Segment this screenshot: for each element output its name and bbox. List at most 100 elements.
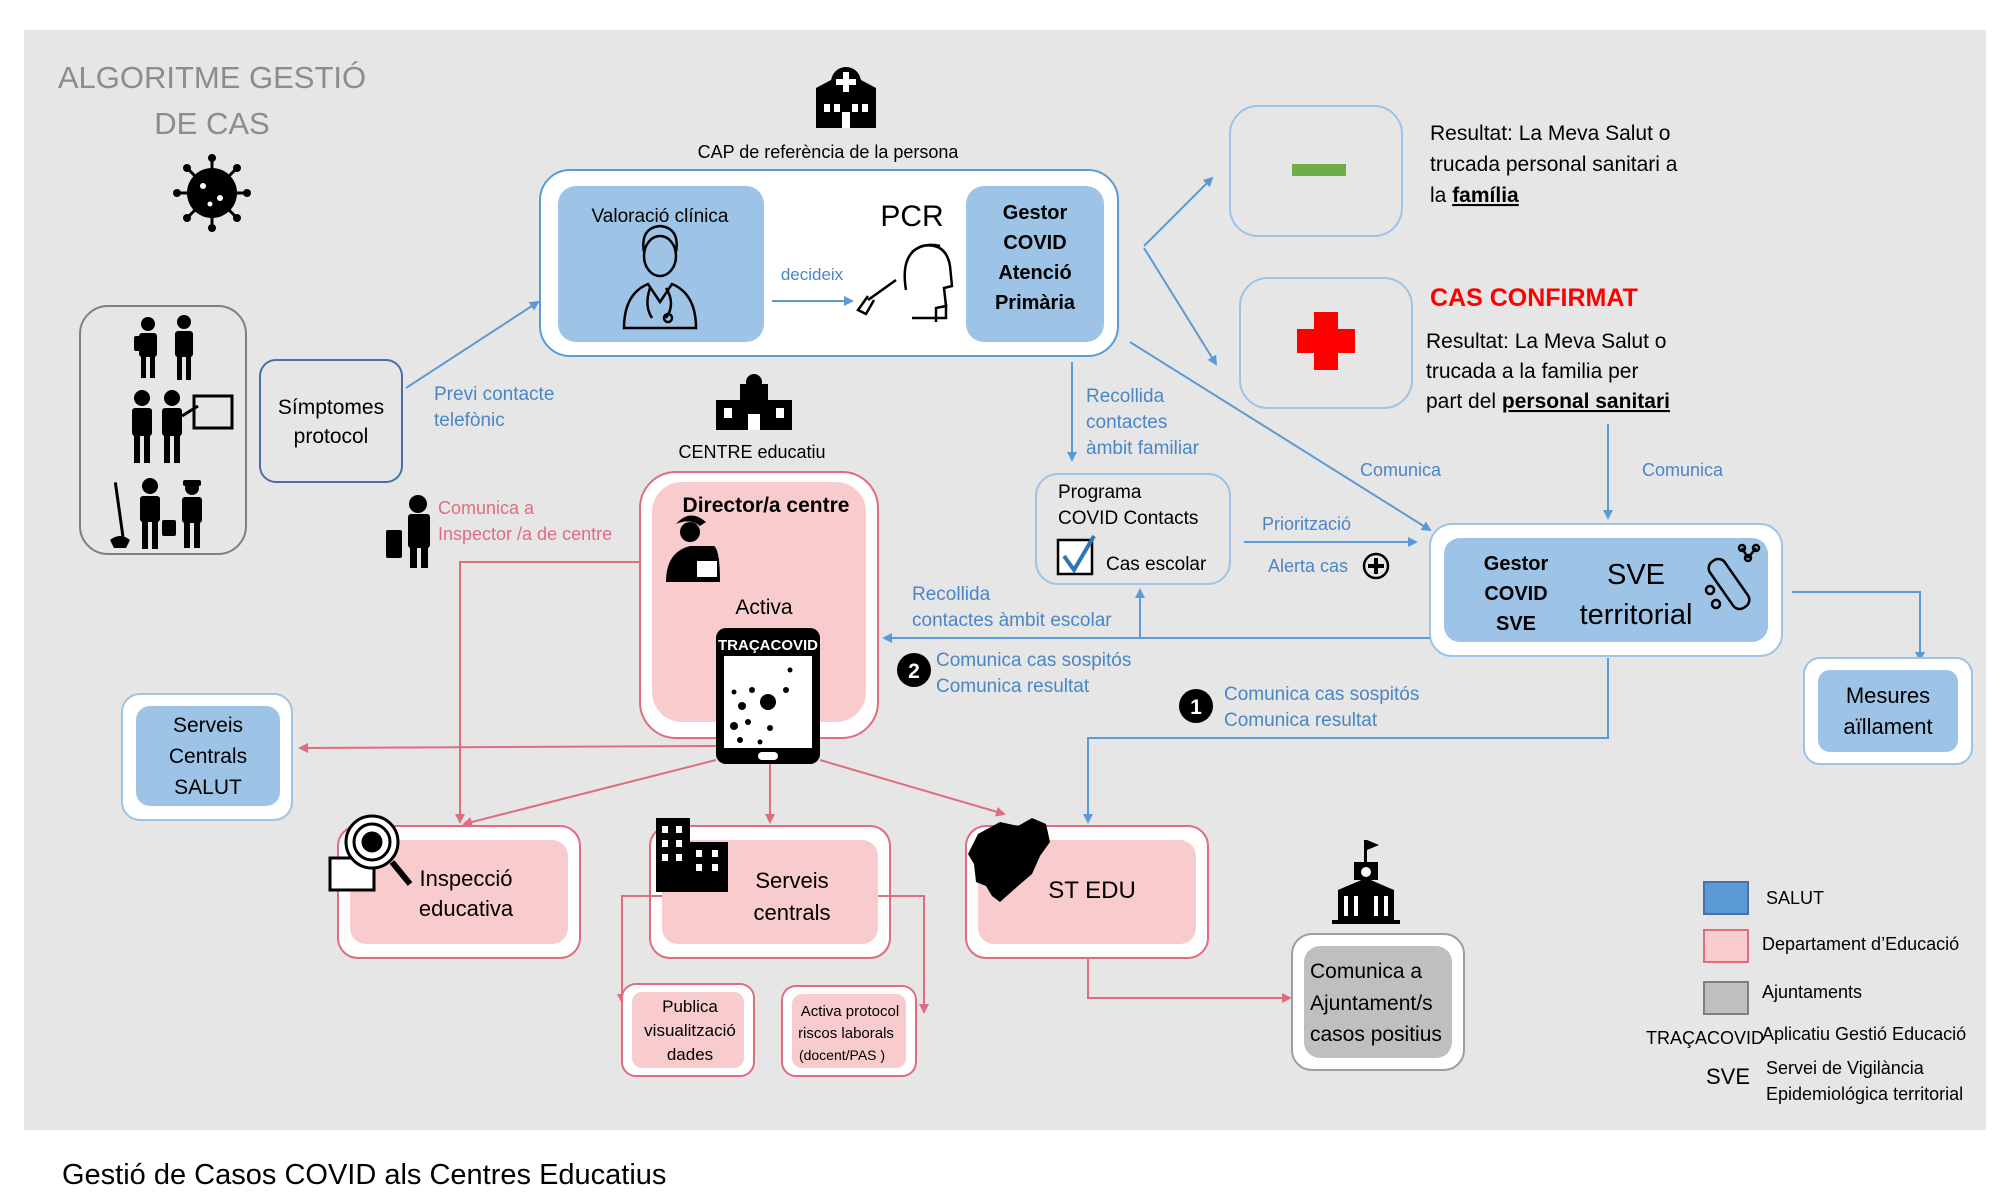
cas-confirmat-label: CAS CONFIRMAT	[1430, 284, 1638, 312]
school-icon	[716, 374, 792, 430]
figure-caption: Gestió de Casos COVID als Centres Educat…	[62, 1159, 666, 1191]
virus-icon	[173, 154, 251, 232]
diagram-title-line1: ALGORITME GESTIÓ	[58, 60, 366, 95]
test-tube-icon	[1704, 543, 1761, 611]
arrow-serveis-to-protocol	[878, 895, 929, 1014]
mesures-aillament-box	[1818, 670, 1958, 752]
inspection-icon	[328, 814, 413, 892]
tracacovid-app-label: TRAÇACOVID	[718, 637, 818, 654]
legend-key-tracacovid: TRAÇACOVID	[1646, 1028, 1764, 1048]
svg-text:1: 1	[1190, 696, 1202, 719]
sve-gestor-line2: COVID	[1484, 583, 1547, 605]
town-hall-icon	[1332, 840, 1400, 924]
legend-label-educacio: Departament d’Educació	[1762, 934, 1959, 954]
recollida-familiar-line3: àmbit familiar	[1086, 438, 1200, 459]
symptoms-box	[259, 359, 403, 483]
previ-contacte-line1: Previ contacte	[434, 384, 554, 405]
legend-swatch-salut	[1703, 881, 1749, 915]
publica-line3: dades	[667, 1045, 713, 1064]
alerta-cas-label: Alerta cas	[1268, 556, 1348, 576]
step2-marker: 2	[897, 653, 931, 687]
ajuntament-line3: casos positius	[1310, 1023, 1442, 1046]
inspeccio-line1: Inspecció	[420, 866, 513, 891]
red-cross-icon	[1297, 312, 1355, 370]
recollida-escolar-line2: contactes àmbit escolar	[912, 610, 1112, 631]
arrow-serveis-to-publica	[617, 895, 662, 1004]
st-edu-label: ST EDU	[1048, 877, 1136, 904]
pcr-test-icon	[856, 243, 954, 322]
valoracio-clinica-label: Valoració clínica	[592, 206, 729, 227]
cas-escolar-label: Cas escolar	[1106, 554, 1207, 575]
result-positive-line2: trucada a la familia per	[1426, 360, 1638, 383]
activa-protocol-box	[792, 994, 906, 1068]
result-positive-line1: Resultat: La Meva Salut o	[1426, 330, 1666, 353]
activa-protocol-line1: Activa protocol	[801, 1003, 899, 1020]
comunica-result-sve: Comunica	[1642, 460, 1724, 480]
gestor-ap-line2: COVID	[1003, 232, 1066, 254]
gestor-ap-line4: Primària	[995, 292, 1076, 314]
legend-key-sve: SVE	[1706, 1064, 1750, 1089]
activa-protocol-line2: riscos laborals	[798, 1025, 894, 1042]
inspector-line2: Inspector /a de centre	[438, 524, 612, 544]
result-negative-line3: la família	[1430, 184, 1519, 207]
teachers-icon	[132, 390, 234, 463]
arrow-stedu-to-ajuntament	[1087, 958, 1292, 1003]
programa-line1: Programa	[1058, 482, 1142, 503]
symptoms-line1: Símptomes	[278, 396, 384, 419]
result-negative-line2: trucada personal sanitari a	[1430, 153, 1678, 176]
ajuntament-line1: Comunica a	[1310, 960, 1422, 983]
arrow-to-negative	[1143, 176, 1214, 247]
ajuntament-line2: Ajuntament/s	[1310, 992, 1433, 1015]
catalonia-map-icon	[968, 818, 1050, 902]
prioritzacio-label: Priorització	[1262, 514, 1351, 534]
legend-label-ajuntaments: Ajuntaments	[1762, 982, 1862, 1002]
arrow-app-to-inspeccio	[462, 759, 717, 827]
hospital-icon	[816, 67, 876, 128]
publica-box	[632, 992, 744, 1068]
gestor-ap-line1: Gestor	[1003, 202, 1068, 224]
arrow-cap-to-sve	[1129, 341, 1432, 532]
legend-desc-sve-line2: Epidemiológica territorial	[1766, 1084, 1963, 1104]
inspector-icon	[386, 495, 430, 568]
office-building-icon	[656, 818, 728, 892]
gestor-covid-ap-box	[966, 186, 1104, 342]
inspeccio-line2: educativa	[419, 896, 514, 921]
valoracio-clinica-box	[558, 186, 764, 342]
arrow-sve-to-mesures	[1792, 591, 1925, 662]
arrow-to-positive	[1143, 247, 1218, 366]
sve-territorial-box	[1444, 538, 1768, 642]
legend-swatch-ajuntaments	[1703, 981, 1749, 1015]
legend-desc-sve-line1: Servei de Vigilància	[1766, 1058, 1925, 1078]
staff-icon	[110, 478, 202, 549]
serveis-salut-line1: Serveis	[173, 714, 243, 737]
programa-line2: COVID Contacts	[1058, 508, 1198, 529]
step2-line1: Comunica cas sospitós	[936, 650, 1131, 671]
arrow-sve-to-stedu	[1083, 658, 1609, 824]
arrow-inspector-to-inspeccio	[455, 561, 640, 824]
gestor-ap-line3: Atenció	[998, 262, 1071, 284]
inspector-line1: Comunica a	[438, 498, 535, 518]
svg-text:2: 2	[908, 660, 920, 683]
activa-label: Activa	[735, 596, 793, 619]
legend-label-salut: SALUT	[1766, 888, 1824, 908]
personal-sanitari-emphasis: personal sanitari	[1502, 390, 1670, 413]
serveis-centrals-line2: centrals	[753, 900, 830, 925]
plus-circle-icon	[1362, 552, 1390, 580]
director-title: Director/a centre	[683, 494, 850, 517]
previ-contacte-line2: telefònic	[434, 410, 505, 431]
minus-icon	[1292, 164, 1346, 176]
sve-title-line1: SVE	[1607, 559, 1665, 591]
serveis-centrals-line1: Serveis	[755, 868, 828, 893]
checkbox-icon	[1056, 534, 1096, 576]
step1-line1: Comunica cas sospitós	[1224, 684, 1419, 705]
mesures-line1: Mesures	[1846, 683, 1930, 708]
inspeccio-box	[350, 840, 568, 944]
students-icon	[134, 315, 193, 380]
recollida-familiar-line1: Recollida	[1086, 386, 1165, 407]
legend-desc-tracacovid: Aplicatiu Gestió Educació	[1762, 1024, 1966, 1044]
legend-swatch-educacio	[1703, 929, 1749, 963]
arrow-app-to-salut	[298, 742, 717, 753]
step1-marker: 1	[1179, 689, 1213, 723]
sve-gestor-line3: SVE	[1496, 613, 1536, 635]
